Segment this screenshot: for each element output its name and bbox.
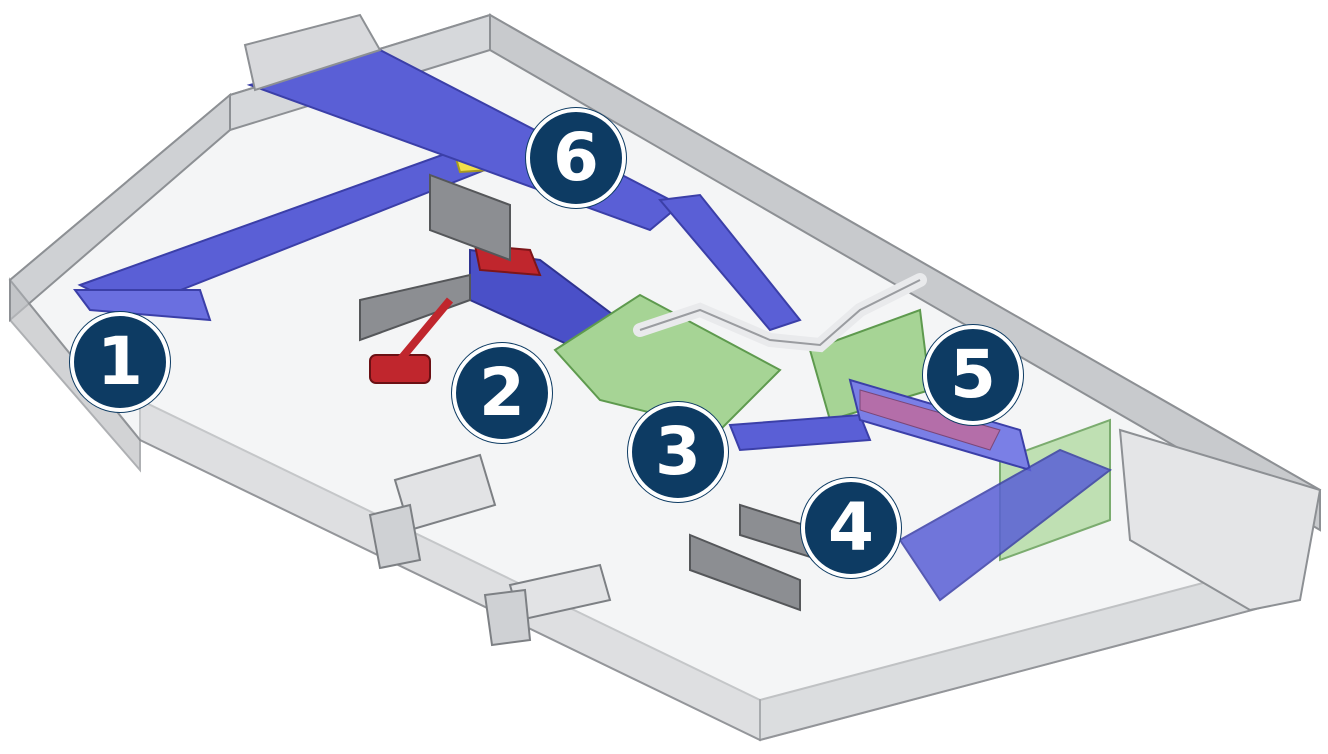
back-wall-right bbox=[489, 13, 1321, 532]
process-marker-6: 6 bbox=[526, 108, 626, 208]
process-marker-5: 5 bbox=[923, 325, 1023, 425]
incline-conveyor bbox=[658, 193, 802, 332]
bunker-wall-1 bbox=[689, 533, 801, 612]
storage-racks bbox=[243, 13, 382, 92]
marker-label: 6 bbox=[553, 119, 599, 196]
air-duct-outline bbox=[639, 279, 921, 347]
sorting-conveyor bbox=[728, 413, 872, 452]
side-conveyor bbox=[73, 289, 212, 322]
dump-truck-2 bbox=[483, 563, 612, 647]
marker-label: 2 bbox=[479, 354, 525, 431]
dump-truck-1 bbox=[368, 453, 497, 570]
wall-partition-2 bbox=[359, 273, 471, 342]
marker-label: 4 bbox=[828, 489, 874, 566]
process-marker-4: 4 bbox=[801, 478, 901, 578]
green-platform bbox=[553, 293, 782, 432]
process-marker-2: 2 bbox=[452, 343, 552, 443]
annex-building bbox=[1118, 428, 1322, 612]
telehandler-boom bbox=[396, 297, 454, 363]
wall-partition bbox=[429, 173, 511, 262]
marker-label: 1 bbox=[97, 323, 143, 400]
process-marker-3: 3 bbox=[628, 402, 728, 502]
marker-label: 3 bbox=[655, 413, 701, 490]
process-marker-1: 1 bbox=[70, 312, 170, 412]
marker-label: 5 bbox=[950, 336, 996, 413]
output-conveyor bbox=[898, 448, 1113, 602]
